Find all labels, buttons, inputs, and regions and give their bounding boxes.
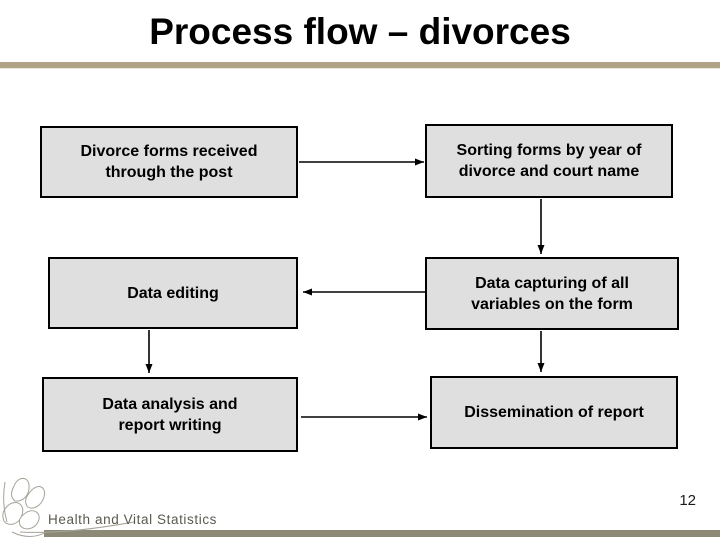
- flow-box-label: Divorce forms received through the post: [80, 143, 258, 181]
- flow-box-label: Data analysis and report writing: [102, 395, 238, 434]
- page-number: 12: [679, 492, 696, 509]
- flow-box-dissemination: Dissemination of report: [430, 376, 678, 449]
- slide-title: Process flow – divorces: [149, 11, 571, 52]
- flow-box-data-capturing: Data capturing of all variables on the f…: [425, 257, 679, 330]
- flow-box-label: Dissemination of report: [464, 404, 644, 421]
- footer-brand-text: Health and Vital Statistics: [48, 512, 218, 527]
- flow-box-data-editing: Data editing: [48, 257, 298, 329]
- flow-box-label: Sorting forms by year of divorce and cou…: [456, 142, 642, 180]
- flow-box-label: Data editing: [127, 284, 219, 302]
- flow-box-divorce-forms-received: Divorce forms received through the post: [40, 126, 298, 198]
- flow-box-data-analysis: Data analysis and report writing: [42, 377, 298, 452]
- flower-icon: [2, 477, 135, 537]
- flow-box-sorting-forms: Sorting forms by year of divorce and cou…: [425, 124, 673, 198]
- title-underline-bar: [0, 62, 720, 69]
- footer-bar: [44, 530, 720, 537]
- flow-box-label: Data capturing of all variables on the f…: [471, 274, 633, 313]
